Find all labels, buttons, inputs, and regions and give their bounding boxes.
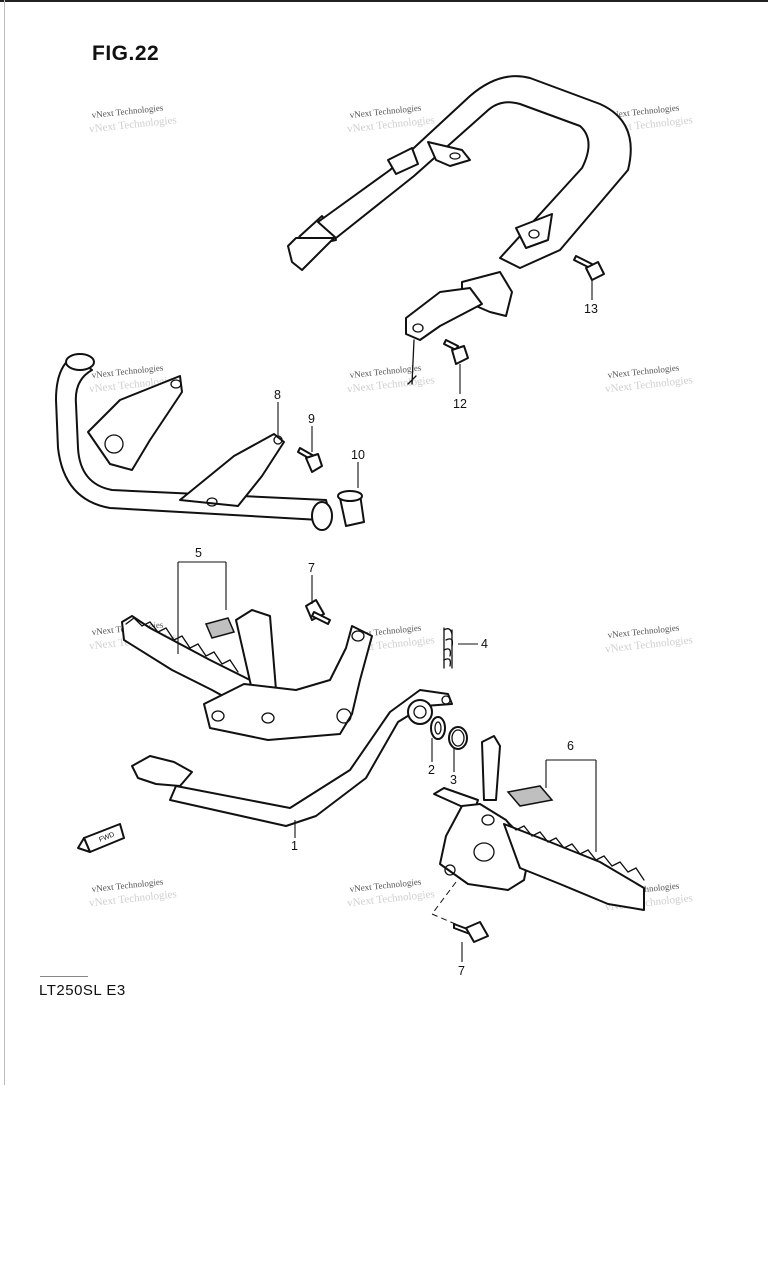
left-border [4,0,5,1085]
bolt-icon [297,447,323,473]
bolt-icon [453,921,489,943]
cap-icon [337,490,365,527]
model-code: LT250SL E3 [39,982,126,999]
watermark: vNext Technologies vNext Technologies [89,102,178,135]
footrest-bracket-left-icon [121,609,373,741]
watermark: vNext Technologies vNext Technologies [89,876,178,909]
oring-icon [448,726,468,750]
callout-10: 10 [351,448,365,462]
callouts: 1 2 3 4 5 6 7 7 8 9 10 12 13 [195,302,598,978]
callout-12: 12 [453,397,467,411]
bolt-icon [573,255,605,281]
callout-2: 2 [428,763,435,777]
watermark: vNext Technologies vNext Technologies [347,876,436,909]
bolt-icon [443,339,469,365]
leader-lines [177,280,597,962]
top-border [0,0,768,2]
callout-5: 5 [195,546,202,560]
forward-arrow-icon: FWD [77,823,125,853]
watermark: vNext Technologies vNext Technologies [347,362,436,395]
callout-8: 8 [274,388,281,402]
callout-9: 9 [308,412,315,426]
callout-4: 4 [481,637,488,651]
rubber-pad-icon [204,617,236,639]
footrest-bracket-right-icon [433,735,645,911]
callout-6: 6 [567,739,574,753]
watermark: vNext Technologies vNext Technologies [347,102,436,135]
front-guard-bar-icon [55,353,333,531]
callout-3: 3 [450,773,457,787]
bolt-icon [305,599,331,625]
callout-1: 1 [291,839,298,853]
figure-title: FIG.22 [92,42,160,65]
brake-pedal-icon [131,689,453,827]
watermark: vNext Technologies vNext Technologies [605,362,694,395]
rear-grab-bar-icon [287,75,632,385]
model-rule [40,976,88,977]
watermark: vNext Technologies vNext Technologies [605,622,694,655]
callout-13: 13 [584,302,598,316]
rubber-pad-icon [506,785,554,807]
washer-icon [430,716,446,740]
callout-7-upper: 7 [308,561,315,575]
callout-7-lower: 7 [458,964,465,978]
spring-icon [443,627,454,669]
